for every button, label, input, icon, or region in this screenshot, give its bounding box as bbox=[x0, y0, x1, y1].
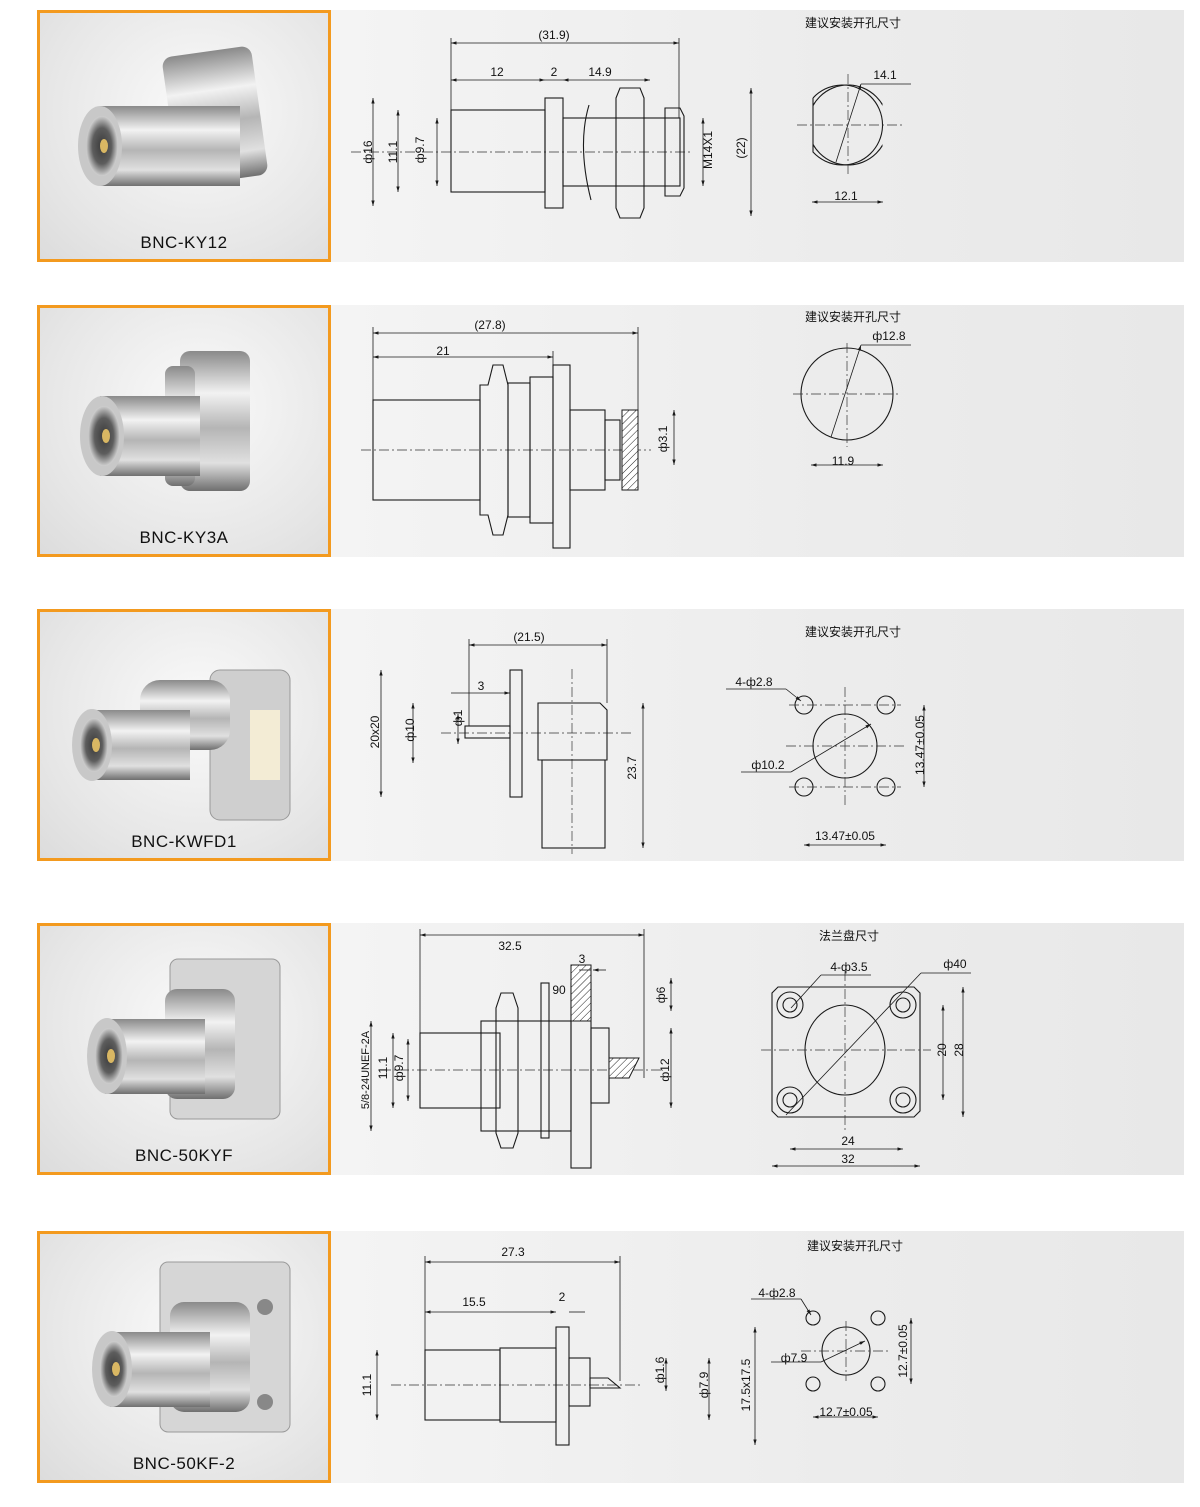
holes-label: 4-ф2.8 bbox=[758, 1286, 796, 1300]
model-label: BNC-KY3A bbox=[139, 528, 229, 547]
dim-height: 23.7 bbox=[625, 756, 639, 780]
dim-d6: ф6 bbox=[654, 986, 668, 1003]
product-photo: BNC-50KYF bbox=[37, 923, 331, 1175]
product-row-bnc-50kyf: 32.5 3 90 ф6 ф12 5/8-24UNEF-2A 11.1 ф9.7… bbox=[0, 923, 1200, 1175]
pitch-horizontal: 13.47±0.05 bbox=[815, 829, 875, 843]
pitch-vertical: 13.47±0.05 bbox=[913, 715, 927, 775]
dim-d1: ф10 bbox=[403, 718, 417, 742]
dim-d2: ф7.9 bbox=[697, 1371, 711, 1398]
dim-overall: 27.3 bbox=[501, 1245, 525, 1259]
connector-image bbox=[72, 669, 291, 821]
connector-image bbox=[80, 351, 250, 491]
product-photo: BNC-KWFD1 bbox=[37, 609, 331, 861]
dim-d2: 11.1 bbox=[386, 140, 400, 163]
model-label: BNC-50KYF bbox=[134, 1146, 234, 1165]
hole-title: 建议安装开孔尺寸 bbox=[805, 15, 901, 30]
pitch-horizontal: 12.7±0.05 bbox=[819, 1405, 873, 1419]
hole-title: 建议安装开孔尺寸 bbox=[805, 624, 901, 639]
size-horizontal: 32 bbox=[841, 1152, 855, 1166]
technical-drawing: (27.8) 21 ф3.1 建议安装开孔尺寸 ф12.8 11.9 bbox=[361, 309, 911, 549]
hole-title: 建议安装开孔尺寸 bbox=[805, 309, 901, 324]
dim-d12: ф12 bbox=[658, 1058, 672, 1082]
product-row-bnc-ky12: (31.9) 12 2 14.9 ф16 11.1 ф9.7 M14X1 (22… bbox=[0, 10, 1200, 262]
drawing-panel: (21.5) 3 ф1 20x20 ф10 23.7 建议安装开孔尺寸 4-ф2… bbox=[331, 609, 1184, 861]
model-label: BNC-KY12 bbox=[140, 233, 228, 252]
dim-overall: (31.9) bbox=[538, 28, 569, 42]
hole-diameter: ф12.8 bbox=[872, 329, 906, 343]
technical-drawing: (21.5) 3 ф1 20x20 ф10 23.7 建议安装开孔尺寸 4-ф2… bbox=[368, 624, 927, 854]
dim-d3: ф9.7 bbox=[392, 1054, 406, 1081]
size-vertical: 28 bbox=[952, 1043, 966, 1057]
product-row-bnc-ky3a: (27.8) 21 ф3.1 建议安装开孔尺寸 ф12.8 11.9 BNC-K… bbox=[0, 305, 1200, 557]
dim-height: (22) bbox=[734, 137, 748, 158]
dim-d2: 11.1 bbox=[376, 1056, 390, 1079]
holes-label: 4-ф3.5 bbox=[830, 960, 868, 974]
dim-b: 2 bbox=[559, 1290, 566, 1304]
dim-overall: (21.5) bbox=[513, 630, 544, 644]
pitch-horizontal: 24 bbox=[841, 1134, 855, 1148]
technical-drawing: 32.5 3 90 ф6 ф12 5/8-24UNEF-2A 11.1 ф9.7… bbox=[360, 928, 971, 1169]
dim-d3: ф9.7 bbox=[413, 136, 427, 163]
dim-d1: ф16 bbox=[361, 140, 375, 164]
dim-thread: 5/8-24UNEF-2A bbox=[360, 1030, 372, 1109]
dim-a: 3 bbox=[478, 679, 485, 693]
drawing-panel: (31.9) 12 2 14.9 ф16 11.1 ф9.7 M14X1 (22… bbox=[331, 10, 1184, 262]
hole-flat: 11.9 bbox=[832, 454, 855, 468]
dim-a: 3 bbox=[579, 952, 586, 966]
hole-diameter: 14.1 bbox=[873, 68, 897, 82]
dim-pin: ф1 bbox=[451, 709, 465, 726]
dim-c: 14.9 bbox=[588, 65, 612, 79]
flange-title: 法兰盘尺寸 bbox=[819, 928, 879, 943]
dim-a: 21 bbox=[436, 344, 450, 358]
hole-flat: 12.1 bbox=[834, 189, 858, 203]
center-diameter: ф7.9 bbox=[781, 1351, 808, 1365]
product-photo: BNC-KY3A bbox=[37, 305, 331, 557]
dim-a: 15.5 bbox=[462, 1295, 486, 1309]
connector-image bbox=[78, 46, 268, 186]
hole-title: 建议安装开孔尺寸 bbox=[807, 1238, 903, 1253]
connector-image bbox=[92, 1261, 291, 1433]
dim-thread: M14X1 bbox=[701, 131, 715, 169]
model-label: BNC-50KF-2 bbox=[132, 1454, 236, 1473]
dim-overall: (27.8) bbox=[474, 318, 505, 332]
model-label: BNC-KWFD1 bbox=[131, 832, 237, 851]
dim-flange: 20x20 bbox=[368, 715, 382, 748]
product-photo: BNC-50KF-2 bbox=[37, 1231, 331, 1483]
pitch-vertical: 20 bbox=[935, 1043, 949, 1057]
dim-pin: ф1.6 bbox=[653, 1356, 667, 1383]
technical-drawing: (31.9) 12 2 14.9 ф16 11.1 ф9.7 M14X1 (22… bbox=[351, 15, 911, 219]
connector-image bbox=[87, 958, 281, 1120]
center-diameter: ф10.2 bbox=[751, 758, 785, 772]
product-row-bnc-50kf-2: 27.3 15.5 2 11.1 ф1.6 ф7.9 17.5x17.5 建议安… bbox=[0, 1231, 1200, 1483]
drawing-panel: (27.8) 21 ф3.1 建议安装开孔尺寸 ф12.8 11.9 bbox=[331, 305, 1184, 557]
dim-angle: 90 bbox=[552, 983, 566, 997]
drawing-panel: 27.3 15.5 2 11.1 ф1.6 ф7.9 17.5x17.5 建议安… bbox=[331, 1231, 1184, 1483]
drawing-panel: 32.5 3 90 ф6 ф12 5/8-24UNEF-2A 11.1 ф9.7… bbox=[331, 923, 1184, 1175]
dim-b: 2 bbox=[551, 65, 558, 79]
dim-d1: 11.1 bbox=[360, 1373, 374, 1396]
dim-a: 12 bbox=[490, 65, 504, 79]
outer-diameter: ф40 bbox=[943, 957, 967, 971]
dim-flange: 17.5x17.5 bbox=[739, 1358, 753, 1411]
holes-label: 4-ф2.8 bbox=[735, 675, 773, 689]
product-photo: BNC-KY12 bbox=[37, 10, 331, 262]
technical-drawing: 27.3 15.5 2 11.1 ф1.6 ф7.9 17.5x17.5 建议安… bbox=[360, 1238, 913, 1446]
dim-pin: ф3.1 bbox=[656, 425, 670, 452]
product-row-bnc-kwfd1: (21.5) 3 ф1 20x20 ф10 23.7 建议安装开孔尺寸 4-ф2… bbox=[0, 609, 1200, 861]
pitch-vertical: 12.7±0.05 bbox=[896, 1324, 910, 1378]
dim-overall: 32.5 bbox=[498, 939, 522, 953]
